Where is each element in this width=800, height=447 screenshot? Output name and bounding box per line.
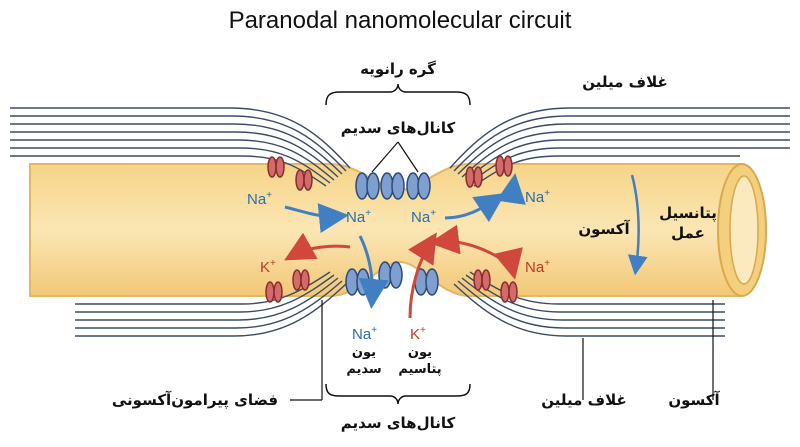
myelin-sheath-top-label: غلاف میلین bbox=[582, 73, 667, 91]
periaxonal-space-label: فضای پیرامون‌آکسونی bbox=[112, 391, 278, 410]
sodium-channels-bottom-bracket bbox=[325, 383, 471, 405]
sodium-ion-label-line1: یون bbox=[352, 345, 376, 360]
action-potential-label-line2: عمل bbox=[671, 224, 705, 242]
k-ion-label-left: K+ bbox=[260, 258, 276, 276]
node-of-ranvier-label: گره رانویه bbox=[360, 60, 436, 78]
sodium-channels-top bbox=[355, 172, 431, 200]
action-potential-label-line1: پتانسیل bbox=[659, 204, 717, 223]
k-ion-label-right: Na+ bbox=[525, 258, 550, 276]
sodium-channels-top-pointers bbox=[371, 141, 419, 173]
na-ion-label-right: Na+ bbox=[525, 188, 550, 206]
axon-body bbox=[29, 163, 767, 297]
myelin-sheath-top-left bbox=[10, 107, 351, 187]
ion-flow-arrows bbox=[284, 173, 648, 319]
myelin-sheath-bottom-label: غلاف میلین bbox=[541, 391, 626, 409]
potassium-ion-label-line2: پتاسیم bbox=[398, 362, 441, 377]
na-ion-label-bottom: Na+ bbox=[352, 325, 377, 343]
myelin-sheath-bottom-left bbox=[75, 271, 347, 337]
axon-label: آکسون bbox=[668, 391, 720, 409]
node-of-ranvier-bracket bbox=[325, 83, 471, 106]
na-ion-label-center-left: Na+ bbox=[346, 208, 371, 226]
bottom-label-pointers bbox=[290, 300, 714, 401]
sodium-ion-label-line2: سدیم bbox=[346, 362, 381, 377]
sodium-channels-top-label: کانال‌های سدیم bbox=[341, 119, 456, 137]
sodium-channels-bottom-label: کانال‌های سدیم bbox=[341, 414, 456, 432]
na-ion-label-center-right: Na+ bbox=[411, 208, 436, 226]
ion-labels: Na+ Na+ Na+ Na+ K+ Na+ Na+ K+ bbox=[247, 188, 550, 343]
k-ion-label-bottom: K+ bbox=[410, 325, 426, 343]
na-ion-label-left: Na+ bbox=[247, 190, 272, 208]
action-potential-axon-label: آکسون bbox=[578, 220, 630, 238]
diagram-title: Paranodal nanomolecular circuit bbox=[229, 7, 572, 34]
potassium-ion-label-line1: یون bbox=[408, 345, 432, 360]
